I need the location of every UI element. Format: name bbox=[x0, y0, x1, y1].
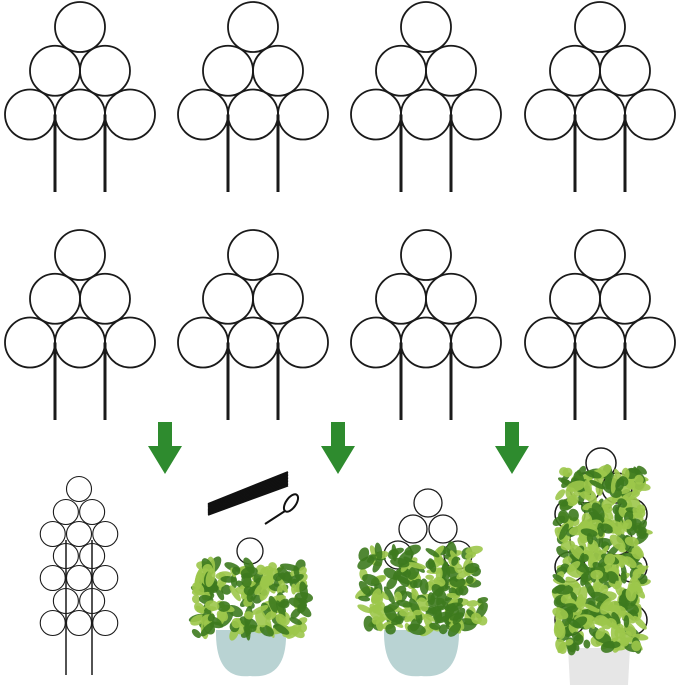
climbing-leaves bbox=[551, 464, 653, 656]
trellis-1 bbox=[4, 1, 156, 192]
trellis-3 bbox=[350, 1, 502, 192]
trellis-6 bbox=[177, 229, 329, 420]
pot-blue bbox=[215, 630, 287, 677]
trellis-5 bbox=[4, 229, 156, 420]
assembled-tall-trellis bbox=[39, 475, 119, 675]
arrow-down-icon-2 bbox=[321, 422, 355, 474]
arrow-down-icon-3 bbox=[495, 422, 529, 474]
pot-blue-2 bbox=[383, 630, 460, 677]
plant-leaves-2 bbox=[355, 541, 489, 637]
trellis-4 bbox=[524, 1, 676, 192]
arrow-down-icon-1 bbox=[148, 422, 182, 474]
trellis-8 bbox=[524, 229, 676, 420]
trellis-2 bbox=[177, 1, 329, 192]
pot-white bbox=[568, 648, 630, 685]
trellis-7 bbox=[350, 229, 502, 420]
zip-ties bbox=[207, 471, 300, 525]
plant-leaves bbox=[188, 556, 314, 641]
